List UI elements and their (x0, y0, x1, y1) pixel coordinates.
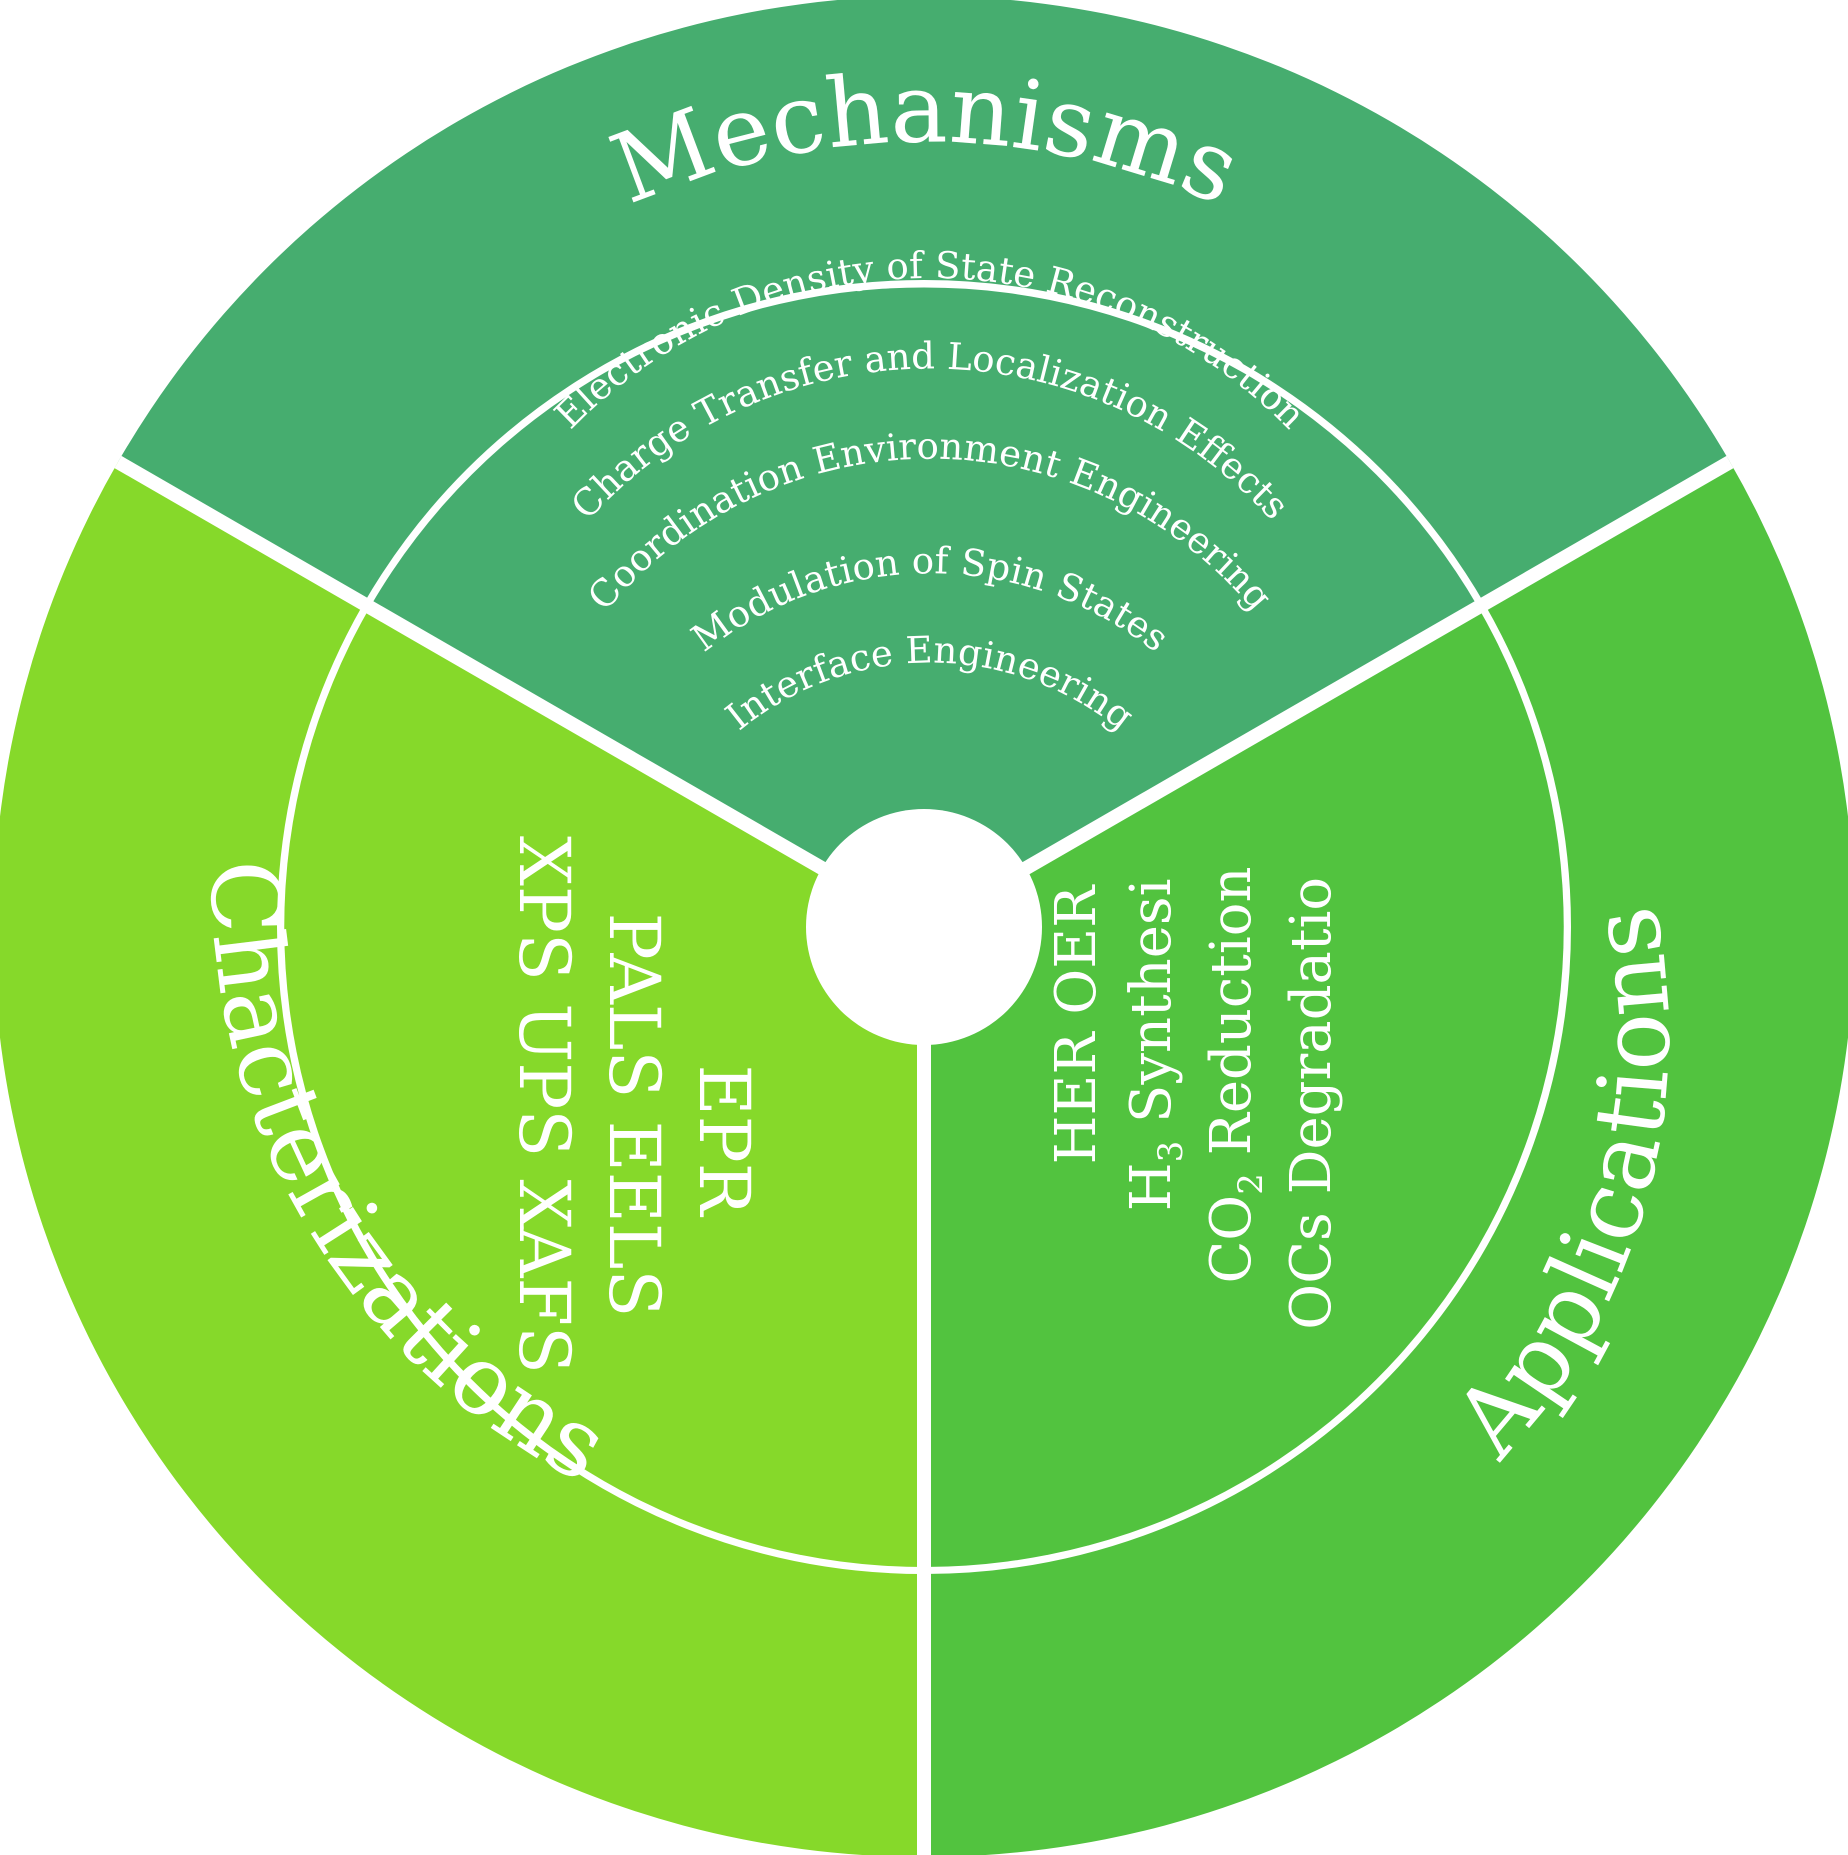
characterizations-inner-segment (284, 607, 924, 1567)
applications-inner-segment (924, 607, 1564, 1567)
application-item: CO2 Reduction (1199, 866, 1271, 1283)
characterization-item: PALS EELS (593, 913, 675, 1318)
center-hub (806, 809, 1042, 1045)
mechanisms-inner-segment (370, 287, 1478, 927)
divider-left (114, 455, 928, 934)
application-item: HER OER (1044, 884, 1109, 1165)
characterization-item: XPS UPS XAFS (503, 836, 585, 1374)
divider-right (920, 455, 1734, 934)
characterization-item: EPR (683, 1065, 765, 1218)
